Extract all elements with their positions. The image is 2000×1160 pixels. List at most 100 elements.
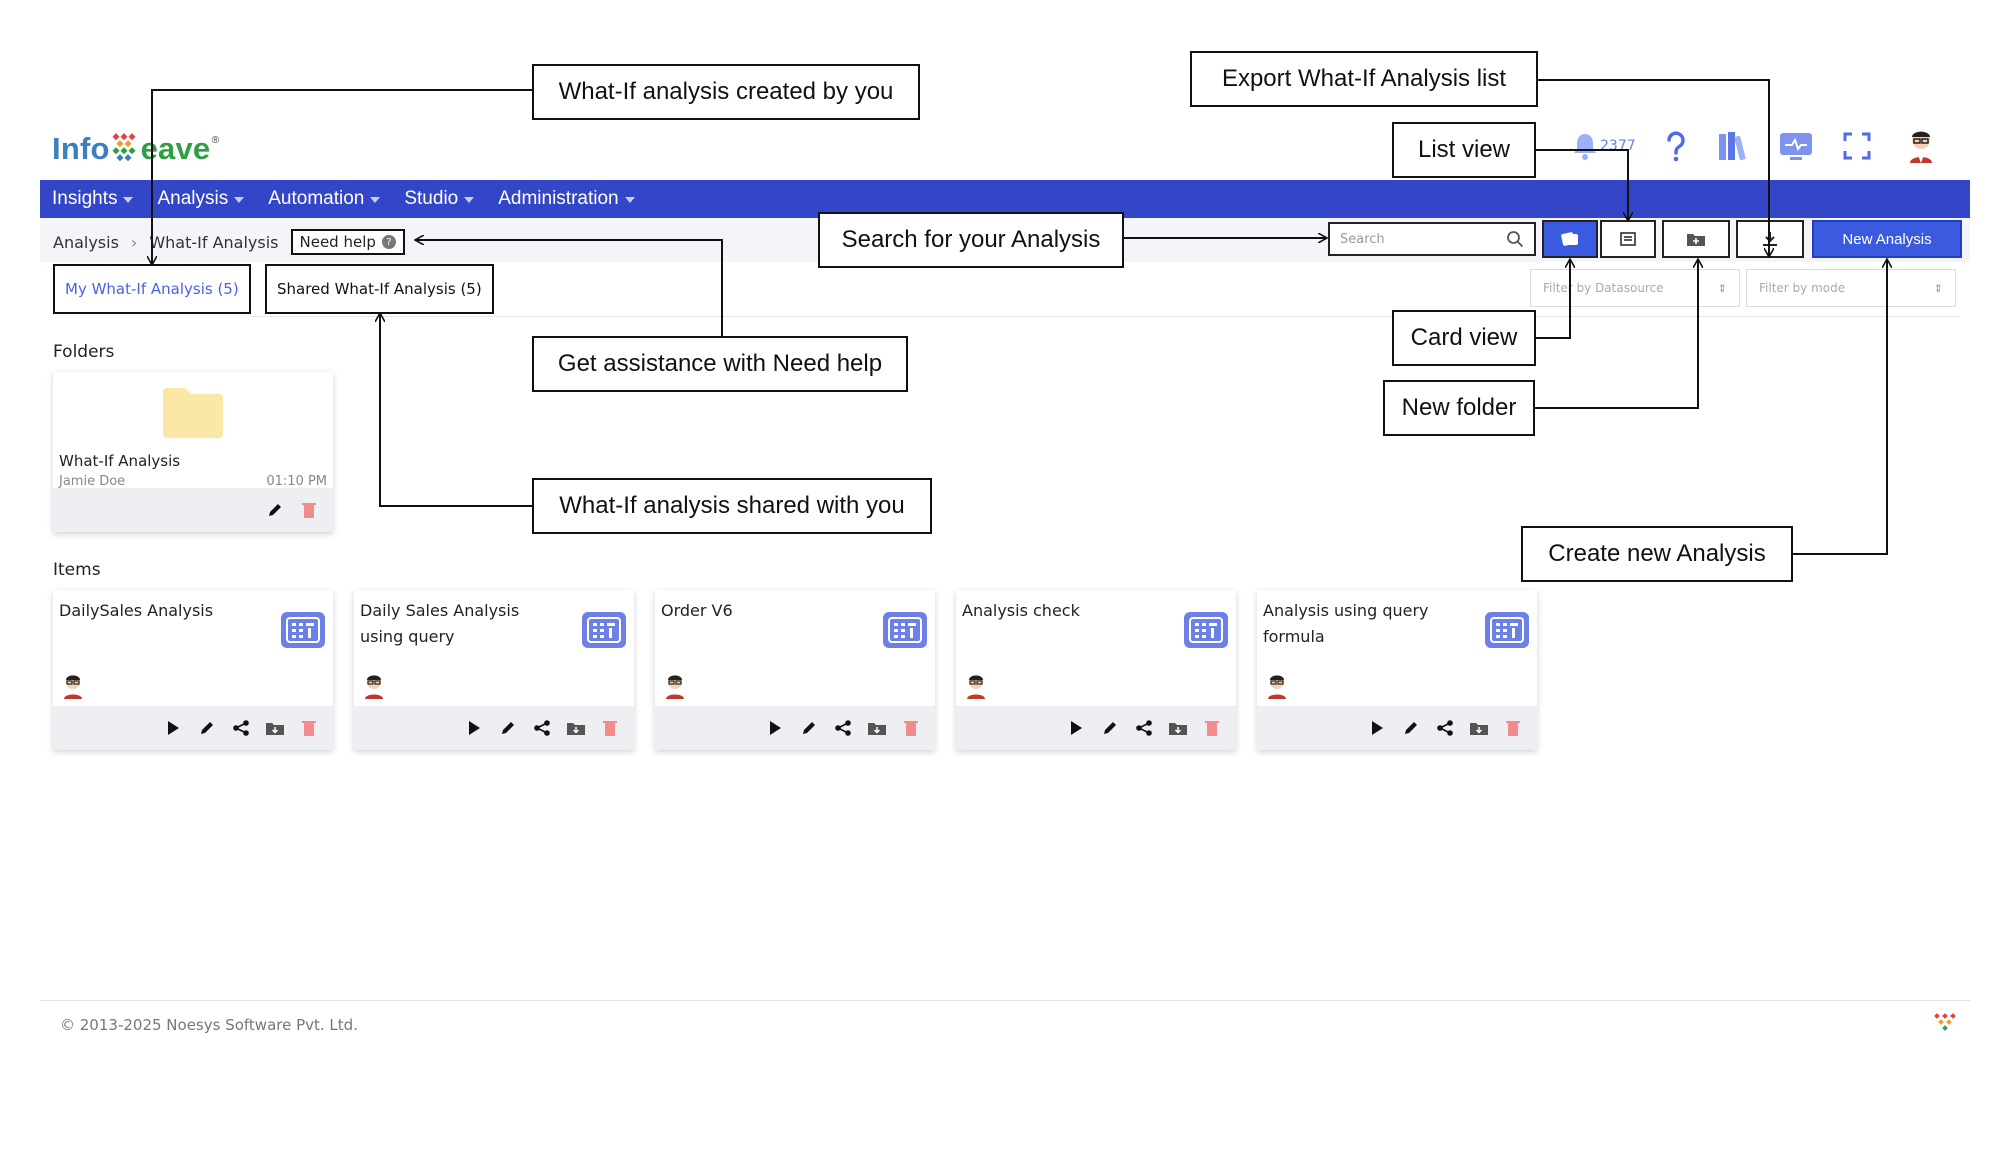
divider <box>250 316 1960 317</box>
edit-button[interactable] <box>498 718 518 738</box>
new-analysis-button[interactable]: New Analysis <box>1812 220 1962 258</box>
edit-button[interactable] <box>1401 718 1421 738</box>
item-title: Analysis using query formula <box>1263 601 1429 646</box>
share-icon <box>835 720 851 736</box>
share-button[interactable] <box>231 718 251 738</box>
item-card[interactable]: DailySales Analysis <box>53 590 333 750</box>
footer-divider <box>40 1000 1970 1001</box>
run-button[interactable] <box>163 718 183 738</box>
delete-button[interactable] <box>901 718 921 738</box>
bell-icon <box>1574 134 1596 160</box>
share-button[interactable] <box>1435 718 1455 738</box>
avatar-icon <box>1910 131 1932 163</box>
edit-button[interactable] <box>1100 718 1120 738</box>
help-button[interactable] <box>1664 126 1688 166</box>
card-view-button[interactable] <box>1542 220 1598 258</box>
pencil-icon <box>1405 722 1417 734</box>
tab-my-analysis[interactable]: My What-If Analysis (5) <box>53 264 251 314</box>
folder-download-icon <box>868 723 886 735</box>
notification-count: 2377 <box>1600 138 1636 154</box>
edit-button[interactable] <box>265 500 285 520</box>
search-input[interactable]: Search <box>1328 222 1536 256</box>
delete-button[interactable] <box>1503 718 1523 738</box>
chevron-down-icon <box>123 197 134 203</box>
play-icon <box>469 721 480 735</box>
callout-list-view: List view <box>1392 122 1536 178</box>
folder-owner: Jamie Doe <box>59 474 126 489</box>
share-button[interactable] <box>833 718 853 738</box>
share-button[interactable] <box>532 718 552 738</box>
pencil-icon <box>269 504 281 516</box>
nav-analysis[interactable]: Analysis <box>145 188 256 210</box>
play-icon <box>1372 721 1383 735</box>
breadcrumb: Analysis › What-If Analysis Need help? <box>53 229 405 255</box>
move-to-folder-button[interactable] <box>1469 718 1489 738</box>
new-folder-button[interactable] <box>1662 220 1730 258</box>
breadcrumb-analysis[interactable]: Analysis <box>53 232 119 252</box>
run-button[interactable] <box>1066 718 1086 738</box>
callout-search: Search for your Analysis <box>818 212 1124 268</box>
folder-actions <box>53 488 333 532</box>
logo-registered: ® <box>210 134 221 146</box>
breadcrumb-current: What-If Analysis <box>149 232 279 252</box>
library-button[interactable] <box>1716 126 1750 166</box>
tab-shared-analysis[interactable]: Shared What-If Analysis (5) <box>265 264 494 314</box>
callout-need-help: Get assistance with Need help <box>532 336 908 392</box>
list-view-button[interactable] <box>1600 220 1656 258</box>
calculator-icon <box>1184 612 1228 648</box>
nav-administration[interactable]: Administration <box>486 188 646 210</box>
datasource-filter-label: Filter by Datasource <box>1543 281 1664 295</box>
user-avatar[interactable] <box>1906 126 1936 166</box>
item-title: Analysis check <box>962 601 1080 620</box>
nav-automation[interactable]: Automation <box>256 188 392 210</box>
edit-button[interactable] <box>799 718 819 738</box>
folder-download-icon <box>1169 723 1187 735</box>
chevron-down-icon <box>624 197 635 203</box>
share-button[interactable] <box>1134 718 1154 738</box>
item-card[interactable]: Analysis using query formula <box>1257 590 1537 750</box>
trash-icon <box>904 721 918 736</box>
folder-download-icon <box>266 723 284 735</box>
item-title: DailySales Analysis <box>59 601 214 620</box>
folder-download-icon <box>567 723 585 735</box>
notification-button[interactable]: 2377 <box>1572 126 1636 166</box>
item-card[interactable]: Daily Sales Analysis using query <box>354 590 634 750</box>
play-icon <box>168 721 179 735</box>
avatar-icon <box>666 675 684 699</box>
mode-filter[interactable]: Filter by mode ⇕ <box>1746 269 1956 307</box>
run-button[interactable] <box>1367 718 1387 738</box>
monitor-button[interactable] <box>1778 126 1814 166</box>
share-icon <box>1437 720 1453 736</box>
run-button[interactable] <box>464 718 484 738</box>
folder-card[interactable]: What-If Analysis Jamie Doe 01:10 PM <box>53 372 333 532</box>
move-to-folder-button[interactable] <box>265 718 285 738</box>
avatar-icon <box>967 675 985 699</box>
export-button[interactable] <box>1736 220 1804 258</box>
items-heading: Items <box>53 560 101 580</box>
mode-filter-label: Filter by mode <box>1759 281 1846 295</box>
chevron-down-icon <box>464 197 475 203</box>
download-icon <box>1763 232 1777 246</box>
fullscreen-button[interactable] <box>1842 126 1872 166</box>
datasource-filter[interactable]: Filter by Datasource ⇕ <box>1530 269 1740 307</box>
run-button[interactable] <box>765 718 785 738</box>
move-to-folder-button[interactable] <box>1168 718 1188 738</box>
move-to-folder-button[interactable] <box>867 718 887 738</box>
pencil-icon <box>803 722 815 734</box>
move-to-folder-button[interactable] <box>566 718 586 738</box>
item-card[interactable]: Order V6 <box>655 590 935 750</box>
delete-button[interactable] <box>299 718 319 738</box>
item-card[interactable]: Analysis check <box>956 590 1236 750</box>
edit-button[interactable] <box>197 718 217 738</box>
share-icon <box>1136 720 1152 736</box>
delete-button[interactable] <box>299 500 319 520</box>
nav-insights[interactable]: Insights <box>40 188 145 210</box>
nav-studio[interactable]: Studio <box>392 188 486 210</box>
delete-button[interactable] <box>1202 718 1222 738</box>
infoveave-logo[interactable]: Info eave ® <box>52 124 220 174</box>
sort-arrows-icon: ⇕ <box>1717 281 1727 295</box>
need-help-button[interactable]: Need help? <box>290 229 405 255</box>
play-icon <box>1071 721 1082 735</box>
play-icon <box>770 721 781 735</box>
delete-button[interactable] <box>600 718 620 738</box>
